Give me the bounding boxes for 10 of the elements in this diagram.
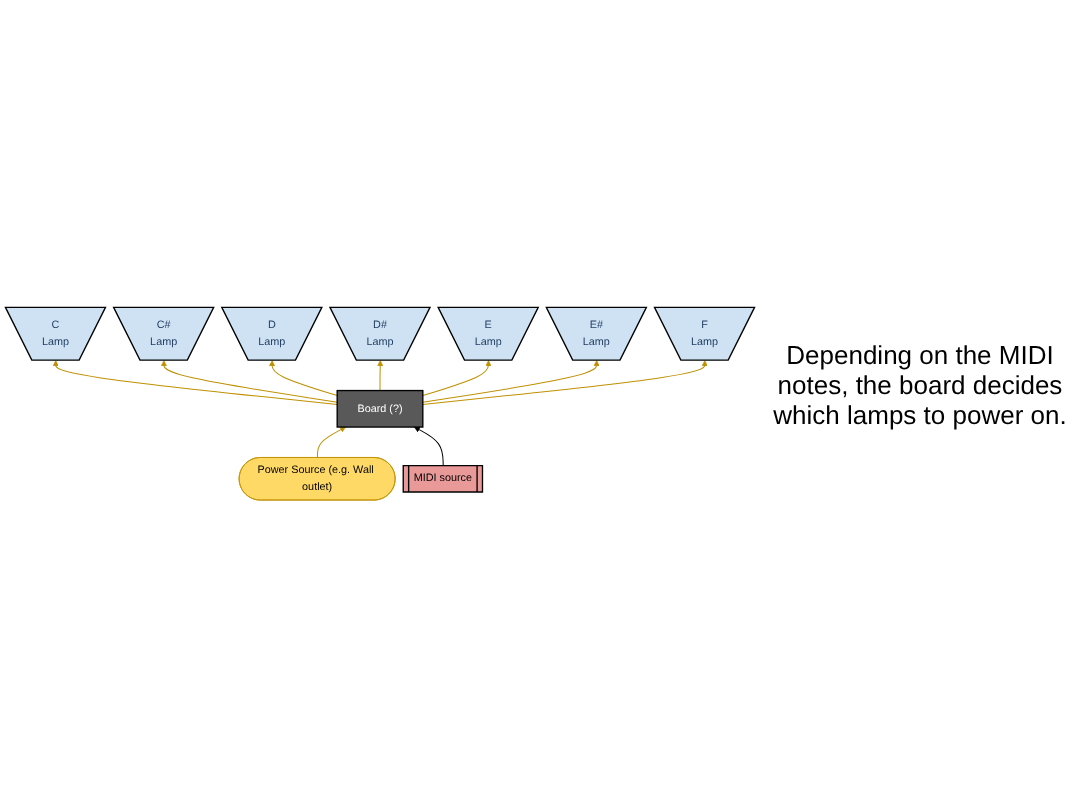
arrow — [422, 359, 600, 402]
note-text: Depending on the MIDI notes, the board decides which lamps to power on. — [771, 340, 1069, 430]
arrow — [160, 359, 338, 402]
arrow — [377, 359, 384, 391]
arrow — [422, 359, 708, 405]
arrow — [414, 426, 444, 466]
arrow — [316, 426, 346, 458]
arrow — [52, 359, 338, 405]
arrow — [422, 359, 492, 396]
arrow — [269, 359, 338, 396]
